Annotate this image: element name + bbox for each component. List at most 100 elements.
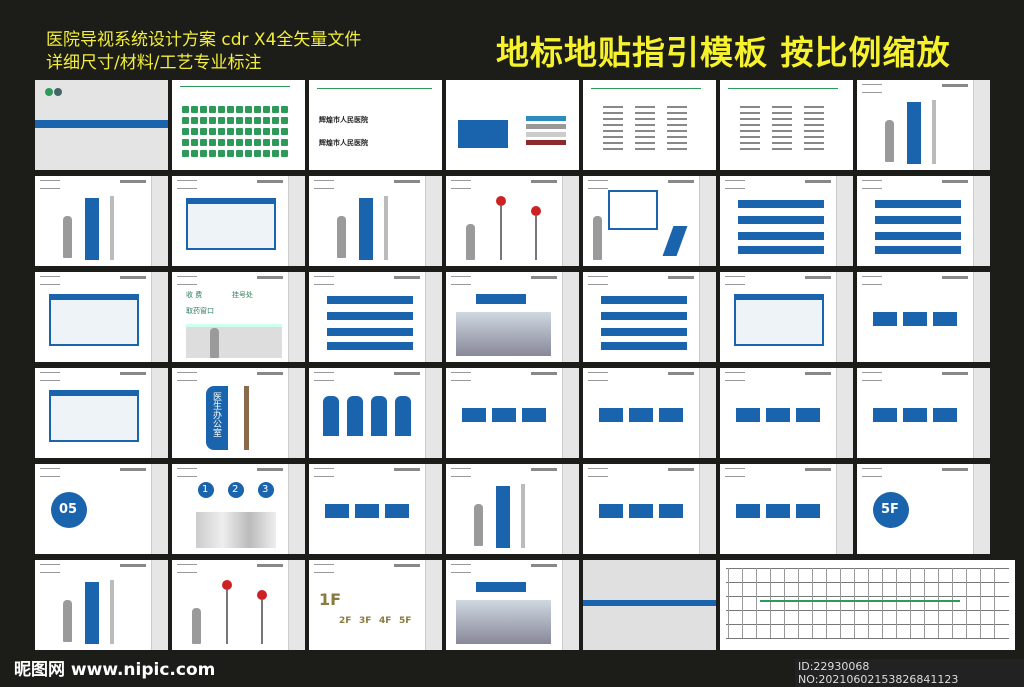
pictogram-icon	[227, 106, 234, 113]
pictogram-icon	[245, 117, 252, 124]
thumbnail-card[interactable]	[583, 464, 716, 554]
pictogram-icon	[218, 117, 225, 124]
card-title	[394, 372, 420, 375]
thumbnail-card[interactable]	[720, 176, 853, 266]
pole	[535, 216, 537, 260]
thumbnail-card[interactable]	[720, 368, 853, 458]
number-text: 3	[262, 484, 269, 495]
list-line	[635, 124, 655, 126]
spec-table	[699, 464, 716, 554]
list-line	[772, 112, 792, 114]
thumbnail-card[interactable]	[35, 176, 168, 266]
tile-sign	[766, 504, 790, 518]
card-header	[451, 372, 471, 381]
thumbnail-card[interactable]	[172, 80, 305, 170]
plan-line	[910, 568, 911, 638]
thumbnail-card[interactable]	[857, 176, 990, 266]
thumbnail-card[interactable]	[720, 560, 1015, 650]
spec-table	[973, 176, 990, 266]
thumbnail-card[interactable]	[309, 272, 442, 362]
plan-line	[938, 568, 939, 638]
list-line	[667, 130, 687, 132]
card-header	[862, 84, 882, 93]
card-header	[314, 372, 334, 381]
spec-table	[562, 272, 579, 362]
list-line	[740, 118, 760, 120]
tile-sign	[933, 312, 957, 326]
list-line	[804, 130, 824, 132]
thumbnail-card[interactable]	[446, 368, 579, 458]
plan-line	[726, 638, 1009, 639]
pictogram-icon	[209, 117, 216, 124]
header-title-line1: 医院导视系统设计方案 cdr X4全矢量文件	[46, 30, 362, 50]
thumbnail-card[interactable]	[857, 272, 990, 362]
thumbnail-card[interactable]	[857, 80, 990, 170]
thumbnail-card[interactable]	[720, 272, 853, 362]
card-title	[668, 372, 694, 375]
tile-sign	[599, 504, 623, 518]
thumbnail-card[interactable]: 医生办公室	[172, 368, 305, 458]
thumbnail-card[interactable]: 05	[35, 464, 168, 554]
color-swatch	[526, 140, 566, 145]
pole	[226, 590, 228, 644]
thumbnail-card[interactable]	[583, 368, 716, 458]
thumbnail-card[interactable]	[446, 176, 579, 266]
thumbnail-card[interactable]	[309, 368, 442, 458]
person-silhouette	[474, 504, 483, 546]
card-title	[668, 468, 694, 471]
list-line	[603, 124, 623, 126]
list-line	[740, 130, 760, 132]
thumbnail-card[interactable]	[446, 272, 579, 362]
thumbnail-card[interactable]	[720, 464, 853, 554]
strip-sign	[738, 246, 824, 254]
spec-table	[836, 464, 853, 554]
thumbnail-card[interactable]	[446, 464, 579, 554]
thumbnail-card[interactable]	[35, 272, 168, 362]
thumbnail-card[interactable]: 辉煌市人民医院辉煌市人民医院	[309, 80, 442, 170]
thumbnail-card[interactable]	[309, 176, 442, 266]
strip-sign	[875, 232, 961, 240]
pictogram-icon	[236, 128, 243, 135]
strip-sign	[601, 328, 687, 336]
strip-sign	[738, 216, 824, 224]
card-header	[177, 276, 197, 285]
list-line	[667, 112, 687, 114]
thumbnail-card[interactable]	[446, 80, 579, 170]
thumbnail-card[interactable]	[35, 80, 168, 170]
spec-table	[836, 368, 853, 458]
thumbnail-card[interactable]	[446, 560, 579, 650]
thumbnail-card[interactable]	[583, 560, 716, 650]
plan-line	[952, 568, 953, 638]
thumbnail-card[interactable]	[309, 464, 442, 554]
thumbnail-card[interactable]	[583, 272, 716, 362]
list-line	[772, 148, 792, 150]
card-header	[314, 468, 334, 477]
thumbnail-card[interactable]	[172, 176, 305, 266]
board-sign	[49, 390, 139, 442]
thumbnail-card[interactable]: 5F	[857, 464, 990, 554]
spec-table	[425, 272, 442, 362]
thumbnail-card[interactable]	[172, 560, 305, 650]
list-line	[635, 136, 655, 138]
thumbnail-card[interactable]	[857, 368, 990, 458]
plan-line	[882, 568, 883, 638]
card-title	[942, 180, 968, 183]
pictogram-icon	[209, 128, 216, 135]
counter-label: 收 费	[186, 291, 203, 299]
strip-sign	[601, 342, 687, 350]
thumbnail-card[interactable]	[35, 368, 168, 458]
thumbnail-card[interactable]	[583, 80, 716, 170]
plan-line	[854, 568, 855, 638]
thumbnail-card[interactable]	[35, 560, 168, 650]
list-line	[635, 106, 655, 108]
sign-circle	[222, 580, 232, 590]
list-line	[667, 136, 687, 138]
card-title	[531, 564, 557, 567]
thumbnail-card[interactable]: 收 费挂号处取药窗口	[172, 272, 305, 362]
cover-band	[583, 600, 716, 606]
thumbnail-card[interactable]	[720, 80, 853, 170]
card-header	[588, 372, 608, 381]
thumbnail-card[interactable]	[583, 176, 716, 266]
